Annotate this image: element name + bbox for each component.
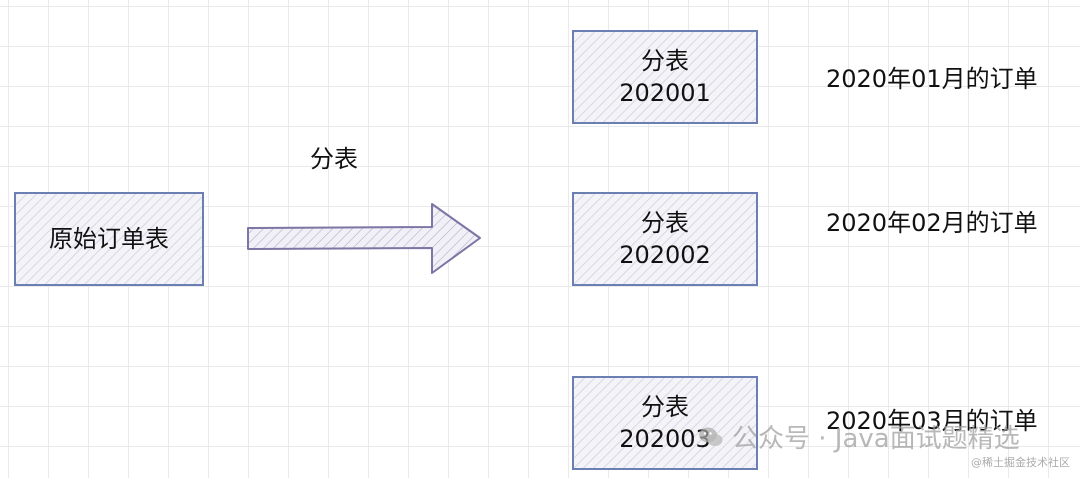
source-table-box: 原始订单表 [14,192,204,286]
sharding-arrow [247,203,481,274]
shard-table-suffix-1: 202001 [619,79,711,107]
shard-note-2: 2020年02月的订单 [826,209,1038,237]
watermark: 公众号 · Java面试题精选 [698,418,1020,455]
shard-table-suffix-3: 202003 [619,425,711,453]
shard-table-box-2: 分表 202002 [572,192,758,286]
shard-table-box-1: 分表 202001 [572,30,758,124]
shard-table-title-2: 分表 [641,209,689,237]
watermark-text: 公众号 · Java面试题精选 [732,424,1020,454]
shard-table-suffix-2: 202002 [619,241,711,269]
arrow-label: 分表 [310,145,358,173]
shard-note-1: 2020年01月的订单 [826,65,1038,93]
source-table-label: 原始订单表 [49,225,169,253]
shard-table-title-1: 分表 [641,47,689,75]
watermark-site: @稀土掘金技术社区 [971,456,1070,469]
shard-table-box-3: 分表 202003 [572,376,758,470]
wechat-icon [699,427,723,446]
shard-note-3: 2020年03月的订单 [826,407,1038,435]
shard-table-title-3: 分表 [641,393,689,421]
